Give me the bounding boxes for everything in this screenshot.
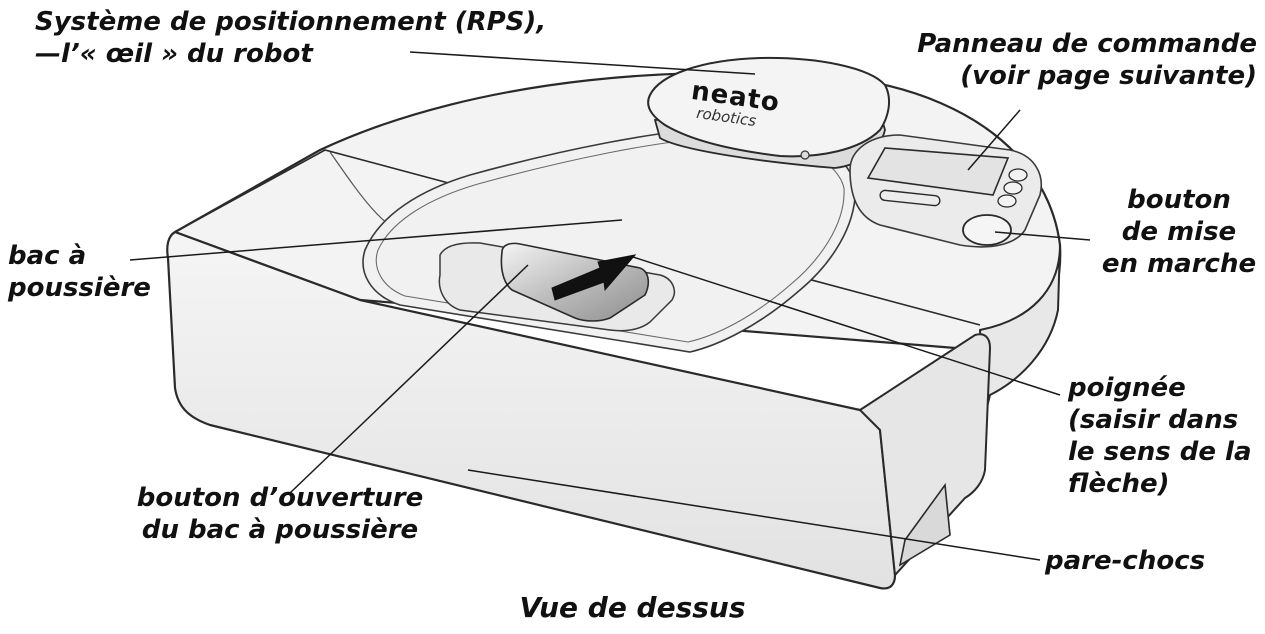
label-dust-bin-line1: bac à [8,241,87,271]
handle-arrow [551,254,637,301]
label-control-panel-line2: (voir page suivante) [960,61,1257,91]
leader-bumper [467,469,1041,561]
label-control-panel-line1: Panneau de commande [917,29,1257,59]
label-rps: Système de positionnement (RPS), —l’« œi… [35,6,546,70]
label-handle: poignée (saisir dans le sens de la flèch… [1068,372,1252,500]
label-bumper: pare-chocs [1045,545,1205,577]
figure-caption: Vue de dessus [0,592,1265,624]
label-bin-release: bouton d’ouverture du bac à poussière [122,482,438,546]
label-handle-line1: poignée [1068,373,1186,403]
label-bin-release-line1: bouton d’ouverture [136,483,424,513]
control-panel-screen [866,147,1010,196]
leader-rps [409,51,756,75]
label-rps-line1: Système de positionnement (RPS), [35,7,547,37]
label-power-button-line2: de mise [1121,217,1237,247]
label-power-button: bouton de mise en marche [1096,184,1262,280]
power-button-shape [962,214,1012,246]
leader-dust-bin [129,219,623,261]
label-power-button-line1: bouton [1127,185,1231,215]
label-handle-line2: (saisir dans [1068,405,1239,435]
leader-bin-release [289,264,529,494]
bumper-side [858,333,992,578]
label-bin-release-line2: du bac à poussière [141,515,419,545]
leader-handle [632,256,1061,396]
rps-turret [647,56,891,158]
label-handle-line4: flèche) [1068,469,1170,499]
robot-right-skirt [978,244,1061,416]
label-rps-line2: —l’« œil » du robot [35,39,313,69]
leader-power-button [994,231,1091,241]
figure-caption-text: Vue de dessus [519,591,746,624]
label-bumper-line1: pare-chocs [1045,546,1206,576]
label-control-panel: Panneau de commande (voir page suivante) [917,28,1257,92]
label-handle-line3: le sens de la [1068,437,1252,467]
leader-control-panel [967,109,1021,171]
label-power-button-line3: en marche [1101,249,1257,279]
label-dust-bin: bac à poussière [8,240,151,304]
label-dust-bin-line2: poussière [8,273,151,303]
